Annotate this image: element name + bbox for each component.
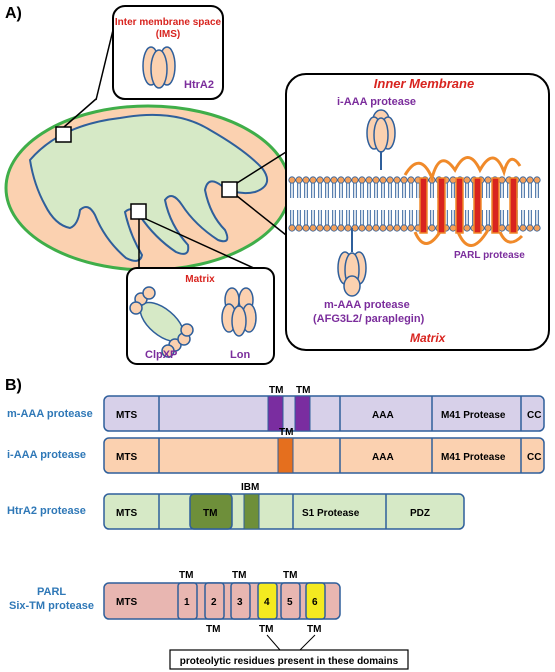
iaaa-m41: M41 Protease <box>441 452 506 463</box>
parl-mts: MTS <box>116 597 137 608</box>
iaaa-mts: MTS <box>116 452 137 463</box>
maaa-row: m-AAA protease MTS AAA M41 Protease CC T… <box>7 385 545 432</box>
parl-tm2: 2 <box>211 597 217 608</box>
htra2-ibm: IBM <box>241 482 259 493</box>
parl-row-name: PARL <box>37 586 66 598</box>
maaa-row-name: m-AAA protease <box>7 408 93 420</box>
htra2-row-name: HtrA2 protease <box>7 505 86 517</box>
iaaa-aaa: AAA <box>372 452 394 463</box>
iaaa-row-name: i-AAA protease <box>7 449 86 461</box>
maaa-cc: CC <box>527 410 541 421</box>
htra2-mts: MTS <box>116 508 137 519</box>
maaa-mts: MTS <box>116 410 137 421</box>
htra2-row: HtrA2 protease MTS TM S1 Protease PDZ IB… <box>7 482 465 530</box>
inner-membrane-title: Inner Membrane <box>374 76 474 91</box>
maaa-sublabel: (AFG3L2/ paraplegin) <box>313 313 425 325</box>
parl-tm3: 3 <box>237 597 243 608</box>
htra2-label: HtrA2 <box>184 79 214 91</box>
maaa-aaa: AAA <box>372 410 394 421</box>
htra2-s1: S1 Protease <box>302 508 360 519</box>
iaaa-row: i-AAA protease MTS AAA M41 Protease CC T… <box>7 427 545 474</box>
htra2-trimer <box>142 46 176 89</box>
parl-tm-bottom-2: TM <box>259 624 273 635</box>
parl-tm4: 4 <box>264 597 270 608</box>
matrix-big-label: Matrix <box>410 331 447 345</box>
footnote-box: proteolytic residues present in these do… <box>169 649 409 670</box>
matrix-inset: Matrix ClpXP Lon <box>126 267 275 365</box>
parl-row: PARL Six-TM protease MTS 1 2 3 4 5 6 TM … <box>9 570 341 651</box>
htra2-pdz: PDZ <box>410 508 430 519</box>
iaaa-label: i-AAA protease <box>337 96 416 108</box>
parl-protease-structure <box>403 156 524 247</box>
parl-label: PARL protease <box>454 250 525 261</box>
ims-inset: Inter membrane space (IMS) HtrA2 <box>95 5 224 101</box>
parl-tm1: 1 <box>184 597 190 608</box>
ims-subtitle: (IMS) <box>156 29 180 40</box>
panel-a-label: A) <box>5 5 22 22</box>
parl-tm-bottom-1: TM <box>206 624 220 635</box>
parl-tm-top-3: TM <box>283 570 297 581</box>
ims-title: Inter membrane space <box>115 17 222 28</box>
footnote-text: proteolytic residues present in these do… <box>180 656 399 667</box>
inner-membrane-inset: Inner Membrane i-AAA protease PARL prote… <box>285 73 550 351</box>
lon-label: Lon <box>230 349 250 361</box>
maaa-tm1: TM <box>269 385 283 396</box>
clpxp-label: ClpXP <box>145 349 177 361</box>
parl-row-subname: Six-TM protease <box>9 600 94 612</box>
lon-complex <box>221 287 257 337</box>
maaa-label: m-AAA protease <box>324 299 410 311</box>
maaa-complex <box>337 228 367 297</box>
iaaa-tm: TM <box>279 427 293 438</box>
panel-b-label: B) <box>5 377 22 394</box>
maaa-tm2: TM <box>296 385 310 396</box>
clpxp-complex <box>129 286 194 358</box>
iaaa-complex <box>366 109 396 170</box>
parl-tm-top-2: TM <box>232 570 246 581</box>
parl-tm6: 6 <box>312 597 318 608</box>
mitochondrion <box>4 98 292 272</box>
iaaa-cc: CC <box>527 452 541 463</box>
maaa-m41: M41 Protease <box>441 410 506 421</box>
parl-tm-top-1: TM <box>179 570 193 581</box>
parl-tm-bottom-3: TM <box>307 624 321 635</box>
matrix-small-label: Matrix <box>185 274 215 285</box>
parl-tm5: 5 <box>287 597 293 608</box>
htra2-tm: TM <box>203 508 217 519</box>
